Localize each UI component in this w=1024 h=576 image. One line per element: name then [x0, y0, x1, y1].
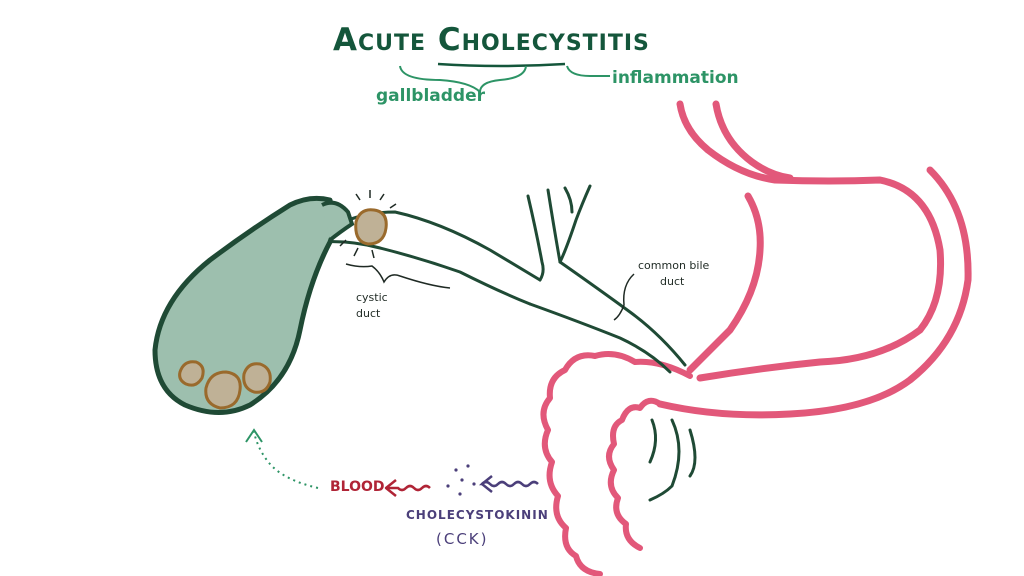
cck-abbreviation-label: (CCK)	[436, 530, 489, 548]
gallbladder-label: gallbladder	[376, 86, 486, 106]
cystic-duct-label: cystic duct	[356, 290, 388, 322]
blood-label: BLOOD	[330, 479, 385, 495]
cystic-duct-label-line2: duct	[356, 307, 381, 320]
title-underline	[437, 62, 566, 68]
common-bile-duct-label: common bile duct	[638, 258, 709, 290]
blood-arrow	[388, 484, 431, 492]
gallstone-cystic-duct	[354, 208, 388, 246]
gallbladder-neck	[321, 200, 355, 242]
irritation-marks	[339, 190, 397, 259]
cck-arrowhead	[480, 475, 493, 493]
gallstone-2	[204, 370, 242, 410]
gallbladder-brace	[399, 65, 527, 95]
common-bile-duct-label-line2: duct	[660, 275, 685, 288]
gallstone-1	[178, 360, 205, 387]
gallstone-3	[242, 362, 272, 394]
stomach	[656, 100, 972, 419]
gallbladder-return-arrow	[253, 431, 319, 489]
cck-arrow	[478, 480, 539, 488]
cystic-duct-label-line1: cystic	[356, 291, 388, 304]
inflammation-label: inflammation	[612, 68, 739, 88]
common-bile-duct-label-line1: common bile	[638, 259, 710, 272]
common-bile-duct-leader	[613, 273, 635, 321]
gallstones	[178, 208, 388, 410]
duodenum	[540, 351, 693, 576]
blood-arrowhead	[384, 479, 397, 497]
cystic-duct-brace	[345, 263, 451, 289]
page-title: Acute Cholecystitis	[333, 22, 650, 58]
inflammation-brace	[566, 65, 610, 77]
cck-dots	[446, 464, 476, 496]
gallbladder-arrowhead	[245, 428, 263, 443]
gallbladder	[152, 195, 339, 415]
cholecystokinin-label: CHOLECYSTOKININ	[406, 508, 549, 522]
